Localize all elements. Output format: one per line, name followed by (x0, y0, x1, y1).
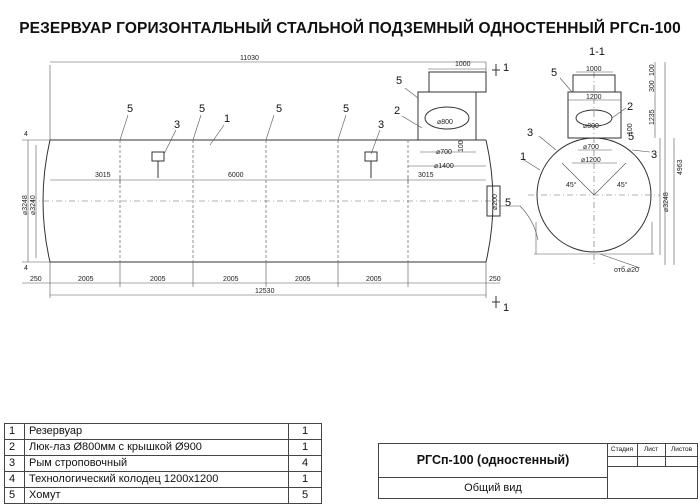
section-mark-bottom: 1 (503, 302, 509, 314)
hatch-dim-800: ⌀800 (437, 119, 453, 126)
spec-name: Рым строповочный (24, 455, 289, 472)
hatch-dim-1400: ⌀1400 (434, 163, 454, 170)
spacing-dim-3: 2005 (223, 276, 239, 283)
callout-1: 1 (224, 113, 230, 125)
spacing-dim-5: 2005 (366, 276, 382, 283)
section-hatch-700: ⌀700 (583, 144, 599, 151)
dim-overall-top: 11030 (240, 55, 259, 62)
section-label: 1-1 (589, 46, 605, 58)
spec-qty: 4 (288, 455, 322, 472)
callout-3b: 3 (378, 119, 384, 131)
section-right-dim-2: 1235 (649, 109, 656, 125)
stamp-cell-stage (607, 456, 638, 467)
dim-shell-1: 3015 (95, 172, 111, 179)
stamp-col-sheet: Лист (637, 444, 666, 457)
spec-qty: 1 (288, 439, 322, 456)
spacing-dim-1: 2005 (78, 276, 94, 283)
section-dim-1200: 1200 (586, 94, 602, 101)
callout-2: 2 (394, 105, 400, 117)
section-right-dim-3: 100 (627, 123, 634, 135)
angle-right: 45° (617, 181, 628, 189)
spec-num: 1 (4, 423, 25, 440)
spec-num: 5 (4, 487, 25, 504)
spacing-dim-6: 250 (489, 276, 501, 283)
spacing-dim-0: 250 (30, 276, 42, 283)
callout-leaders (119, 87, 423, 155)
hatch-dim-700: ⌀700 (436, 149, 452, 156)
dim-height-outer: ⌀3248 (22, 195, 29, 215)
spec-name: Технологический колодец 1200х1200 (24, 471, 289, 488)
spec-name: Хомут (24, 487, 289, 504)
stamp-subtitle: Общий вид (379, 477, 608, 499)
section-right-dim-1: 300 (649, 80, 656, 92)
stamp-cell-sheets (665, 456, 698, 467)
title-block: РГСп-100 (одностенный) Общий вид Стадия … (378, 443, 698, 499)
spec-num: 3 (4, 455, 25, 472)
small-dim-bottom: 4 (24, 265, 28, 272)
spec-qty: 5 (288, 487, 322, 504)
section-dim-1000: 1000 (586, 66, 602, 73)
dim-height-inner: ⌀3240 (30, 195, 37, 215)
spacing-dim-4: 2005 (295, 276, 311, 283)
lifting-ring-left (151, 151, 165, 178)
section-hatch-1200: ⌀1200 (581, 157, 601, 164)
small-dim-top: 4 (24, 131, 28, 138)
angle-left: 45° (566, 181, 577, 189)
section-callout-5b: 5 (628, 131, 634, 143)
section-hatch-800: ⌀800 (583, 123, 599, 130)
spec-qty: 1 (288, 471, 322, 488)
side-view: 11030 1000 1 4 4 ⌀3248 ⌀3240 (22, 55, 539, 314)
section-callout-3b: 3 (651, 149, 657, 161)
lifting-ring-right (364, 151, 378, 178)
section-callout-3a: 3 (527, 127, 533, 139)
outlet-dim: ⌀200 (492, 194, 499, 210)
callout-5f: 5 (505, 197, 511, 209)
callout-5c: 5 (276, 103, 282, 115)
section-callout-1: 1 (520, 151, 526, 163)
stamp-col-stage: Стадия (607, 444, 638, 457)
dim-overall-bottom: 12530 (255, 288, 275, 295)
spec-name: Резервуар (24, 423, 289, 440)
dim-well-width: 1000 (455, 61, 471, 68)
dim-shell-2: 6000 (228, 172, 244, 179)
spec-name: Люк-лаз Ø800мм с крышкой Ø900 (24, 439, 289, 456)
spacing-dim-2: 2005 (150, 276, 166, 283)
callout-5a: 5 (127, 103, 133, 115)
section-right-dim-0: 100 (649, 64, 656, 76)
hatch-side-dim: 100 (458, 140, 465, 152)
section-view: 1-1 45° 45° отб.⌀20 1000 1200 ⌀800 ⌀700 … (520, 46, 684, 274)
spec-num: 2 (4, 439, 25, 456)
section-mark-top: 1 (503, 62, 509, 74)
clamp-lines (119, 140, 409, 262)
dim-shell-3: 3015 (418, 172, 434, 179)
section-callout-5: 5 (551, 67, 557, 79)
stamp-name: РГСп-100 (одностенный) (379, 444, 608, 478)
section-right-dim-4: 4963 (677, 159, 684, 175)
drawing-title: РЕЗЕРВУАР ГОРИЗОНТАЛЬНЫЙ СТАЛЬНОЙ ПОДЗЕМ… (19, 20, 681, 37)
section-right-dim-5: ⌀3248 (663, 192, 670, 212)
stamp-cell-sheet (637, 456, 666, 467)
spec-qty: 1 (288, 423, 322, 440)
callout-3a: 3 (174, 119, 180, 131)
callout-5e: 5 (396, 75, 402, 87)
callout-5d: 5 (343, 103, 349, 115)
foot-label: отб.⌀20 (614, 266, 639, 274)
stamp-col-sheets: Листов (665, 444, 698, 457)
manhole-well: ⌀800 ⌀700 ⌀1400 100 (408, 71, 487, 170)
callout-5b: 5 (199, 103, 205, 115)
spec-num: 4 (4, 471, 25, 488)
section-callout-2: 2 (627, 101, 633, 113)
